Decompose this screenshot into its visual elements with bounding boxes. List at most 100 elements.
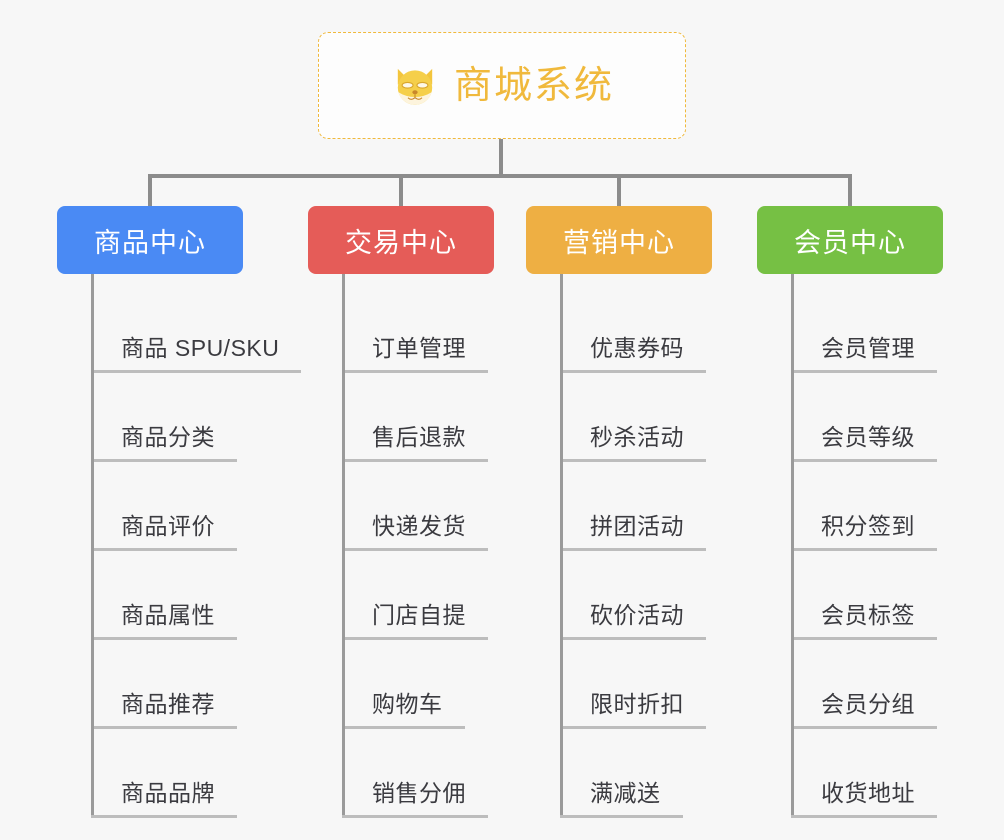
leaf-item[interactable]: 商品属性	[91, 551, 277, 640]
column-header-trade-center[interactable]: 交易中心	[308, 206, 494, 274]
leaf-item-label: 会员标签	[821, 602, 915, 628]
leaf-item[interactable]: 收货地址	[791, 729, 977, 818]
leaf-item[interactable]: 商品分类	[91, 373, 277, 462]
leaf-item[interactable]: 商品评价	[91, 462, 277, 551]
leaf-item[interactable]: 积分签到	[791, 462, 977, 551]
leaf-item-label: 砍价活动	[590, 602, 684, 628]
leaf-item-label: 快递发货	[372, 513, 466, 539]
connector-drop-marketing-center	[617, 176, 621, 208]
column-header-label: 营销中心	[563, 227, 675, 258]
leaf-item-label: 购物车	[372, 691, 443, 717]
leaf-item-underline: 限时折扣	[560, 693, 706, 729]
leaf-list-marketing-center: 优惠券码 秒杀活动 拼团活动 砍价活动 限时折扣 满减送	[560, 284, 746, 818]
root-node-wrapper: 商城系统	[0, 32, 1004, 139]
leaf-item-label: 订单管理	[372, 335, 466, 361]
leaf-item-underline: 售后退款	[342, 426, 488, 462]
leaf-item-underline: 积分签到	[791, 515, 937, 551]
leaf-item-underline: 商品 SPU/SKU	[91, 335, 302, 373]
leaf-item-label: 销售分佣	[372, 780, 466, 806]
leaf-item-underline: 商品品牌	[91, 782, 237, 818]
leaf-item[interactable]: 商品 SPU/SKU	[91, 284, 302, 373]
leaf-item-label: 商品属性	[121, 602, 215, 628]
column-marketing-center: 营销中心 优惠券码 秒杀活动 拼团活动 砍价活动 限时折扣 满减送	[526, 206, 746, 818]
column-product-center: 商品中心 商品 SPU/SKU 商品分类 商品评价 商品属性 商品推荐 商品品牌	[57, 206, 302, 818]
column-header-product-center[interactable]: 商品中心	[57, 206, 243, 274]
column-trunk	[560, 274, 563, 815]
leaf-item-underline: 购物车	[342, 693, 465, 729]
leaf-item-label: 积分签到	[821, 513, 915, 539]
leaf-item-label: 商品品牌	[121, 780, 215, 806]
leaf-item[interactable]: 商品品牌	[91, 729, 277, 818]
connector-drop-product-center	[148, 176, 152, 208]
column-trunk	[91, 274, 94, 815]
leaf-item-label: 满减送	[590, 780, 661, 806]
leaf-item-label: 商品 SPU/SKU	[121, 335, 280, 361]
connector-bus	[148, 174, 852, 178]
leaf-item[interactable]: 砍价活动	[560, 551, 746, 640]
column-container: 商品中心 商品 SPU/SKU 商品分类 商品评价 商品属性 商品推荐 商品品牌…	[0, 206, 1004, 840]
connector-drop-trade-center	[399, 176, 403, 208]
leaf-item[interactable]: 销售分佣	[342, 729, 528, 818]
leaf-item-underline: 商品属性	[91, 604, 237, 640]
leaf-item[interactable]: 拼团活动	[560, 462, 746, 551]
leaf-list-trade-center: 订单管理 售后退款 快递发货 门店自提 购物车 销售分佣	[342, 284, 528, 818]
leaf-item-underline: 优惠券码	[560, 337, 706, 373]
leaf-item-underline: 秒杀活动	[560, 426, 706, 462]
leaf-item-label: 售后退款	[372, 424, 466, 450]
root-node[interactable]: 商城系统	[318, 32, 686, 139]
leaf-list-product-center: 商品 SPU/SKU 商品分类 商品评价 商品属性 商品推荐 商品品牌	[91, 284, 302, 818]
column-header-label: 商品中心	[94, 227, 206, 258]
leaf-item-underline: 满减送	[560, 782, 683, 818]
leaf-item-underline: 商品推荐	[91, 693, 237, 729]
leaf-item[interactable]: 优惠券码	[560, 284, 746, 373]
leaf-item-underline: 收货地址	[791, 782, 937, 818]
column-body-product-center: 商品 SPU/SKU 商品分类 商品评价 商品属性 商品推荐 商品品牌	[91, 274, 302, 818]
column-body-trade-center: 订单管理 售后退款 快递发货 门店自提 购物车 销售分佣	[342, 274, 528, 818]
leaf-item[interactable]: 会员标签	[791, 551, 977, 640]
column-trunk	[342, 274, 345, 815]
leaf-item[interactable]: 会员等级	[791, 373, 977, 462]
leaf-item-label: 会员等级	[821, 424, 915, 450]
leaf-item[interactable]: 售后退款	[342, 373, 528, 462]
leaf-item[interactable]: 购物车	[342, 640, 528, 729]
leaf-item[interactable]: 秒杀活动	[560, 373, 746, 462]
leaf-item-label: 秒杀活动	[590, 424, 684, 450]
leaf-item[interactable]: 商品推荐	[91, 640, 277, 729]
column-trunk	[791, 274, 794, 815]
leaf-item[interactable]: 快递发货	[342, 462, 528, 551]
leaf-item-underline: 砍价活动	[560, 604, 706, 640]
leaf-item-underline: 订单管理	[342, 337, 488, 373]
column-member-center: 会员中心 会员管理 会员等级 积分签到 会员标签 会员分组 收货地址	[757, 206, 977, 818]
connector-drop-member-center	[848, 176, 852, 208]
leaf-item[interactable]: 会员管理	[791, 284, 977, 373]
column-header-member-center[interactable]: 会员中心	[757, 206, 943, 274]
column-body-marketing-center: 优惠券码 秒杀活动 拼团活动 砍价活动 限时折扣 满减送	[560, 274, 746, 818]
leaf-item[interactable]: 订单管理	[342, 284, 528, 373]
column-trade-center: 交易中心 订单管理 售后退款 快递发货 门店自提 购物车 销售分佣	[308, 206, 528, 818]
leaf-item-underline: 会员等级	[791, 426, 937, 462]
shiba-dog-face-icon	[397, 68, 433, 105]
leaf-item-label: 商品评价	[121, 513, 215, 539]
leaf-item-label: 拼团活动	[590, 513, 684, 539]
leaf-item-label: 商品推荐	[121, 691, 215, 717]
leaf-item-underline: 会员分组	[791, 693, 937, 729]
leaf-item-label: 限时折扣	[590, 691, 684, 717]
leaf-item-underline: 会员标签	[791, 604, 937, 640]
leaf-item-underline: 快递发货	[342, 515, 488, 551]
leaf-item-underline: 销售分佣	[342, 782, 488, 818]
leaf-list-member-center: 会员管理 会员等级 积分签到 会员标签 会员分组 收货地址	[791, 284, 977, 818]
leaf-item[interactable]: 满减送	[560, 729, 746, 818]
connector-stem	[499, 139, 503, 176]
leaf-item[interactable]: 会员分组	[791, 640, 977, 729]
leaf-item-underline: 会员管理	[791, 337, 937, 373]
column-header-marketing-center[interactable]: 营销中心	[526, 206, 712, 274]
leaf-item[interactable]: 门店自提	[342, 551, 528, 640]
leaf-item-label: 优惠券码	[590, 335, 684, 361]
column-header-label: 会员中心	[794, 227, 906, 258]
leaf-item-label: 会员管理	[821, 335, 915, 361]
leaf-item-label: 商品分类	[121, 424, 215, 450]
leaf-item-underline: 商品评价	[91, 515, 237, 551]
leaf-item[interactable]: 限时折扣	[560, 640, 746, 729]
column-body-member-center: 会员管理 会员等级 积分签到 会员标签 会员分组 收货地址	[791, 274, 977, 818]
